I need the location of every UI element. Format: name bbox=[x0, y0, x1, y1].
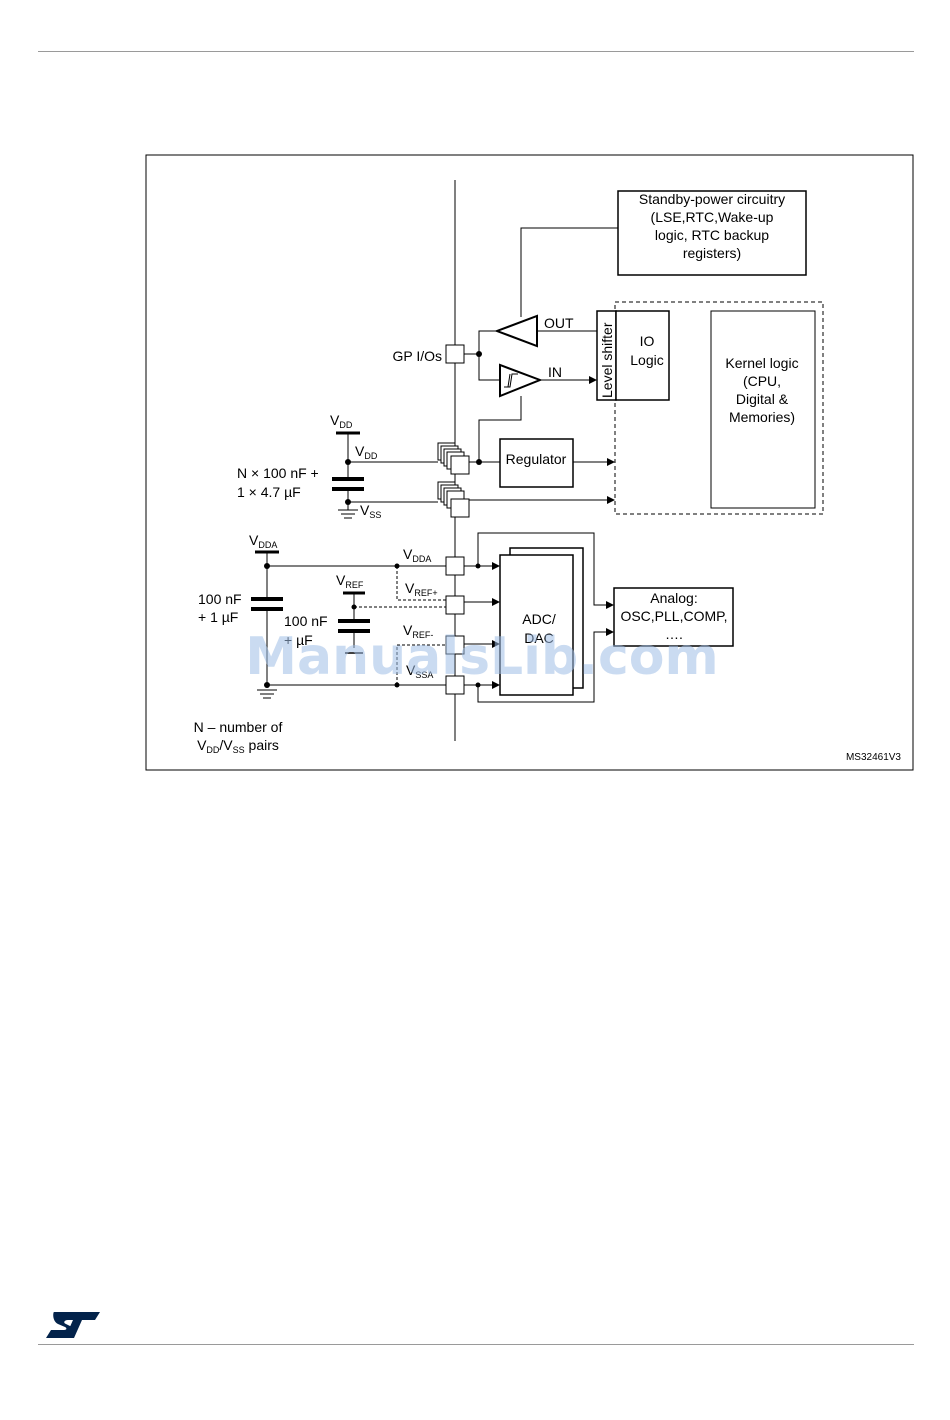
ground-icon bbox=[257, 689, 277, 699]
adc-dac-line-2: DAC bbox=[524, 630, 554, 646]
gpio-wire bbox=[464, 330, 497, 355]
regulator-box bbox=[499, 438, 574, 488]
io-logic-line-2: Logic bbox=[630, 352, 663, 368]
st-logo-shape bbox=[46, 1312, 100, 1338]
vref-minus-dashed-wire bbox=[396, 644, 446, 685]
vdd-pad-stack bbox=[437, 442, 470, 475]
kernel-line-1: Kernel logic bbox=[725, 355, 798, 371]
cap-vref-line-1: 100 nF bbox=[284, 613, 328, 629]
junction-dot bbox=[476, 351, 482, 357]
out-label: OUT bbox=[544, 315, 574, 331]
schmitt-symbol-icon bbox=[504, 373, 518, 388]
io-logic-line-1: IO bbox=[640, 333, 655, 349]
vref-minus-pad bbox=[445, 635, 465, 655]
figure-frame bbox=[145, 154, 914, 771]
regulator-label: Regulator bbox=[506, 451, 567, 467]
vref-minus-label: VREF- bbox=[403, 622, 433, 640]
note-line-1: N – number of bbox=[194, 719, 283, 735]
gpio-in-wire bbox=[478, 354, 500, 381]
vss-label: VSS bbox=[360, 502, 381, 520]
standby-power-box bbox=[617, 190, 807, 276]
vssa-pin-label: VSSA bbox=[406, 662, 433, 680]
vref-top-label: VREF bbox=[336, 572, 364, 590]
vssa-to-analog-wire bbox=[477, 628, 614, 703]
vdd-top-label: VDD bbox=[330, 412, 353, 430]
vdda-top-label: VDDA bbox=[249, 532, 277, 550]
in-label: IN bbox=[548, 364, 562, 380]
st-logo[interactable] bbox=[44, 1310, 102, 1340]
vdd-to-buffers-wire bbox=[478, 396, 522, 462]
io-logic-box bbox=[615, 310, 670, 401]
gpio-pad bbox=[445, 344, 465, 364]
vdda-to-vref-dashed-wire bbox=[396, 566, 446, 601]
standby-wire bbox=[520, 227, 618, 317]
standby-line-1: Standby-power circuitry bbox=[639, 191, 785, 207]
analog-line-2: OSC,PLL,COMP, bbox=[620, 608, 727, 624]
level-shifter-label: Level shifter bbox=[599, 322, 615, 398]
standby-line-3: logic, RTC backup bbox=[655, 227, 769, 243]
junction-dot bbox=[345, 459, 351, 465]
kernel-line-2: (CPU, bbox=[743, 373, 781, 389]
input-schmitt-buffer-icon bbox=[499, 363, 543, 398]
vdda-pin-label: VDDA bbox=[403, 546, 431, 564]
kernel-line-3: Digital & bbox=[736, 391, 789, 407]
cap-main-line-2: 1 × 4.7 µF bbox=[237, 484, 301, 500]
vdda-to-analog-wire bbox=[477, 532, 614, 609]
kernel-line-4: Memories) bbox=[729, 409, 795, 425]
adc-dac-line-1: ADC/ bbox=[522, 611, 556, 627]
vdda-pad bbox=[445, 556, 465, 576]
junction-dot bbox=[345, 499, 351, 505]
adc-dac-box bbox=[499, 554, 574, 696]
standby-line-4: registers) bbox=[683, 245, 741, 261]
kernel-logic-box bbox=[710, 310, 816, 509]
vdd-bus-label: VDD bbox=[355, 443, 378, 461]
watermark: ManualsLib.com bbox=[245, 627, 718, 687]
cap-vdda-line-2: + 1 µF bbox=[198, 609, 238, 625]
analog-line-3: …. bbox=[665, 626, 683, 642]
footer-rule bbox=[38, 1344, 914, 1345]
cap-vref-line-2: + µF bbox=[284, 632, 313, 648]
ground-icon bbox=[338, 509, 358, 519]
vref-plus-pad bbox=[445, 595, 465, 615]
header-rule bbox=[38, 51, 914, 52]
gpio-label: GP I/Os bbox=[392, 348, 442, 364]
figure-reference: MS32461V3 bbox=[846, 752, 901, 763]
vss-pad-stack bbox=[437, 481, 470, 518]
analog-line-1: Analog: bbox=[650, 590, 697, 606]
note-line-2: VDD/VSS pairs bbox=[197, 737, 279, 755]
standby-line-2: (LSE,RTC,Wake-up bbox=[651, 209, 774, 225]
cap-vdda-line-1: 100 nF bbox=[198, 591, 242, 607]
analog-box bbox=[613, 587, 734, 647]
vref-plus-label: VREF+ bbox=[405, 580, 438, 598]
output-buffer-icon bbox=[494, 314, 538, 348]
cap-main-line-1: N × 100 nF + bbox=[237, 465, 319, 481]
